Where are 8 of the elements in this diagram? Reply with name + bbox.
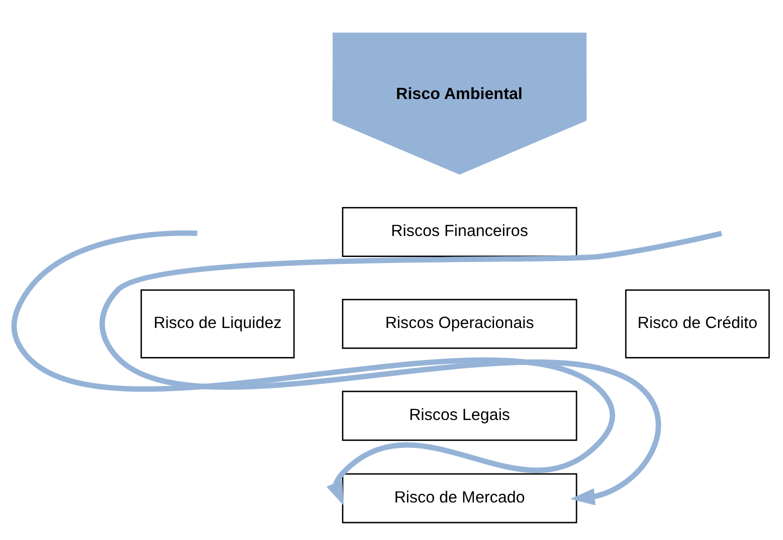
node-box: Risco de Crédito: [625, 288, 770, 358]
arrow: [100, 230, 722, 505]
node-box: Riscos Operacionais: [342, 298, 578, 348]
node-box: Riscos Financeiros: [342, 206, 578, 256]
node-box: Risco de Mercado: [342, 472, 578, 523]
arrow: [12, 230, 614, 506]
node-box: Riscos Legais: [342, 390, 578, 440]
node-box: Risco de Liquidez: [140, 288, 295, 358]
